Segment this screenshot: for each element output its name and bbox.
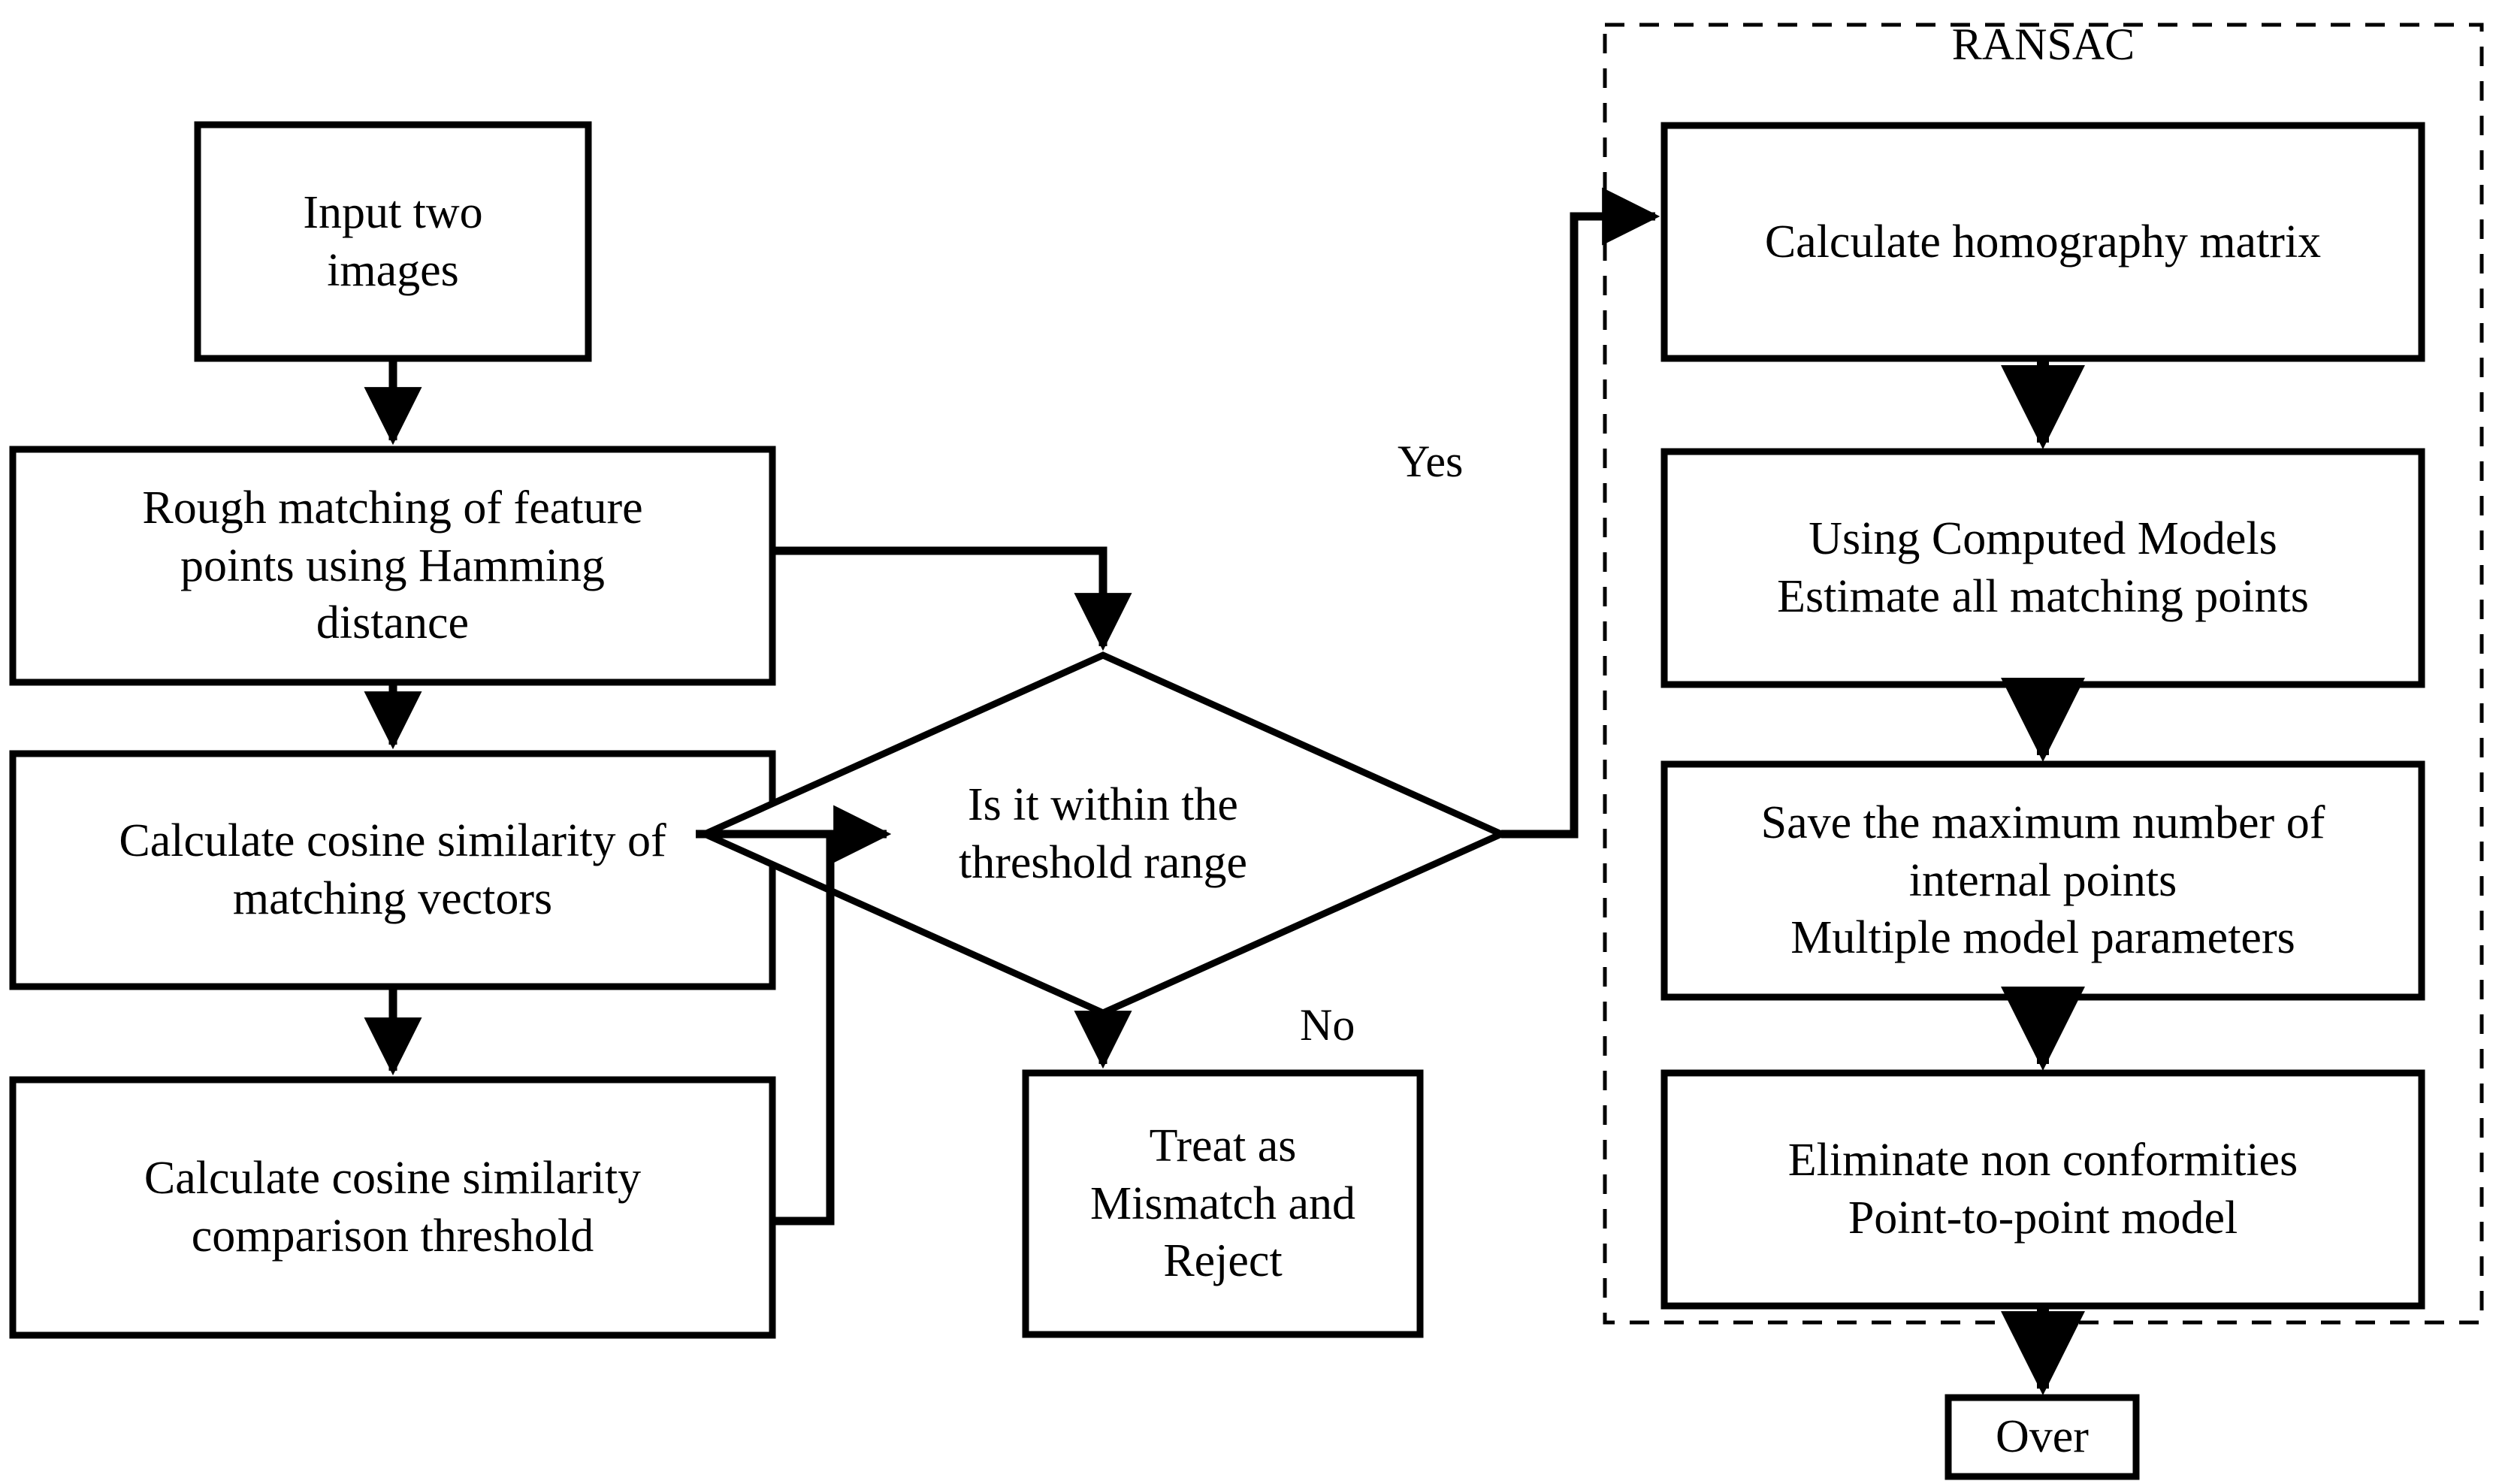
node-costhr-shape xyxy=(9,1076,776,1339)
ransac-group-border xyxy=(1603,23,2484,1325)
node-estimate-shape xyxy=(1660,448,2425,688)
node-eliminate-shape xyxy=(1660,1069,2425,1310)
node-over-shape xyxy=(1945,1394,2140,1480)
node-rough-shape xyxy=(9,446,776,686)
edge-costhr-to-decision xyxy=(696,830,835,1226)
edge-label-no: No xyxy=(1300,1000,1355,1050)
edge-decision-to-homography xyxy=(1501,187,1660,839)
node-mismatch-shape xyxy=(1022,1069,1424,1338)
edge-label-yes: Yes xyxy=(1398,437,1464,486)
node-homography-shape xyxy=(1660,122,2425,362)
node-input-shape xyxy=(194,121,592,362)
edge-rough-to-decision xyxy=(772,546,1132,651)
node-savemax-shape xyxy=(1660,760,2425,1001)
node-cosvec-shape xyxy=(9,750,776,990)
ransac-group-title: RANSAC xyxy=(1951,20,2135,69)
